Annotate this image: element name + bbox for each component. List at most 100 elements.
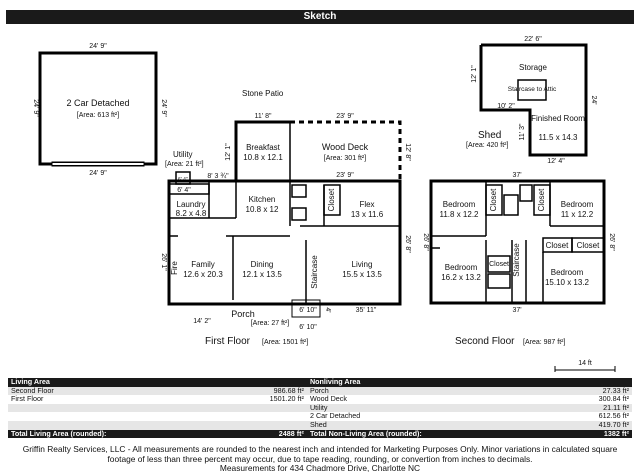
shed-dim-stair: 10' 2" [497, 103, 515, 110]
dim-deck-top: 23' 9" [336, 113, 354, 120]
closet-label: Closet [327, 188, 336, 211]
shed [479, 43, 588, 157]
row-nonliving-value: 300.84 ft² [598, 394, 629, 404]
fire-label: Fire [170, 261, 179, 275]
dim-porch-side: 4' [324, 307, 331, 312]
floor-plan-sketch: 24' 9" 24' 9" 24' 9" 24' 9" 2 Car Detach… [32, 36, 616, 372]
dim-first-right: 26' 8" [404, 235, 411, 253]
scale-bar: 14 ft [554, 360, 616, 372]
sf-staircase: Staircase [512, 243, 521, 277]
row-living-label: First Floor [11, 394, 44, 404]
row-living-label [8, 412, 222, 421]
row-nonliving-label: Utility [306, 403, 556, 413]
row-living-value [221, 403, 307, 413]
dim-first-bottom-left: 14' 2" [193, 318, 211, 325]
garage-dim-left: 24' 9" [32, 99, 39, 117]
flex-size: 13 x 11.6 [351, 210, 384, 219]
sketch-title: Sketch [6, 10, 634, 24]
row-living-label [8, 420, 222, 430]
footer-address: Measurements for 434 Chadmore Drive, Cha… [219, 463, 421, 473]
finished-room-size: 11.5 x 14.3 [539, 133, 579, 142]
total-living-label: Total Living Area (rounded): [8, 429, 222, 439]
breakfast-name: Breakfast [246, 143, 281, 152]
staircase-attic-label: Staircase to Attic [508, 86, 557, 93]
shed-dim-left: 12' 1" [471, 65, 478, 83]
table-row: Second Floor 986.68 ft² Porch 27.33 ft² [8, 386, 632, 396]
sf-dim-top: 37' [512, 172, 521, 179]
first-floor-area: [Area: 1501 ft²] [262, 339, 308, 346]
table-row: Utility 21.11 ft² [8, 403, 632, 413]
second-floor-area: [Area: 987 ft²] [523, 339, 565, 346]
bedroom4-name: Bedroom [551, 268, 584, 277]
kitchen-size: 10.8 x 12 [246, 205, 279, 214]
table-row: First Floor 1501.20 ft² Wood Deck 300.84… [8, 395, 632, 404]
second-floor [429, 179, 606, 305]
sf-closet-4: Closet [577, 241, 600, 250]
storage-name: Storage [519, 63, 548, 72]
family-size: 12.6 x 20.3 [183, 270, 223, 279]
row-living-value [222, 412, 307, 421]
dining-name: Dining [251, 260, 274, 269]
finished-room-name: Finished Room [531, 114, 585, 123]
garage: 24' 9" 24' 9" 24' 9" 24' 9" 2 Car Detach… [32, 43, 167, 177]
dim-deck-side: 12' 8" [404, 143, 411, 161]
sf-dim-bottom: 37' [512, 307, 521, 314]
shed-dim-right: 24' [590, 95, 597, 104]
dining-size: 12.1 x 13.5 [242, 270, 282, 279]
row-nonliving-value: 419.70 ft² [555, 420, 632, 430]
living-name: Living [352, 260, 373, 269]
first-floor-label: First Floor [205, 336, 251, 347]
sf-closet-5: Closet [489, 261, 509, 268]
row-living-value [221, 420, 307, 430]
garage-name: 2 Car Detached [66, 98, 129, 108]
garage-area: [Area: 613 ft²] [77, 112, 119, 119]
living-size: 15.5 x 13.5 [342, 270, 382, 279]
laundry-size: 8.2 x 4.8 [176, 209, 207, 218]
row-nonliving-value: 27.33 ft² [555, 386, 632, 396]
dim-deck-bottom: 23' 9" [336, 172, 354, 179]
shed-dim-bottom: 12' 4" [547, 158, 565, 165]
dim-breakfast-top: 11' 8" [255, 113, 272, 120]
sf-dim-left: 26' 8" [422, 233, 429, 251]
dim-porch-bottom: 6' 10" [299, 324, 317, 331]
dim-utility-wall: 8' 3 ¾" [207, 173, 229, 180]
wood-deck-area: [Area: 301 ft²] [324, 155, 366, 162]
breakfast-size: 10.8 x 12.1 [243, 153, 283, 162]
row-living-value: 986.68 ft² [221, 386, 307, 396]
area-summary-table: Living Area Nonliving Area Second Floor … [8, 377, 632, 439]
sf-closet-3: Closet [546, 241, 569, 250]
row-nonliving-label: Shed [306, 420, 556, 430]
shed-name: Shed [478, 130, 501, 141]
sf-closet-1: Closet [489, 188, 498, 211]
row-nonliving-value: 612.56 ft² [598, 411, 629, 421]
stone-patio-label: Stone Patio [242, 89, 284, 98]
garage-dim-right: 24' 9" [160, 99, 167, 117]
dim-porch-top: 6' 10" [299, 307, 317, 314]
garage-dim-bottom: 24' 9" [89, 170, 107, 177]
kitchen-name: Kitchen [249, 195, 276, 204]
wood-deck-name: Wood Deck [322, 142, 369, 152]
porch-area: [Area: 27 ft²] [251, 320, 290, 327]
nonliving-area-header: Nonliving Area [306, 377, 632, 387]
flex-name: Flex [359, 200, 374, 209]
shed-area: [Area: 420 ft²] [466, 142, 508, 149]
shed-dim-top: 22' 6" [524, 36, 542, 43]
bedroom1-name: Bedroom [443, 200, 476, 209]
family-name: Family [191, 260, 215, 269]
sf-closet-2: Closet [537, 188, 546, 211]
utility-area: [Area: 21 ft²] [165, 161, 204, 168]
total-living-value: 2488 ft² [221, 429, 307, 439]
laundry-name: Laundry [177, 200, 206, 209]
living-area-header: Living Area [8, 377, 307, 387]
total-nonliving-label: Total Non-Living Area (rounded): [306, 429, 556, 439]
bedroom2-name: Bedroom [561, 200, 594, 209]
sf-dim-right: 26' 8" [608, 233, 615, 251]
garage-dim-top: 24' 9" [89, 43, 107, 50]
dim-first-bottom-right: 35' 11" [356, 307, 377, 314]
second-floor-label: Second Floor [455, 336, 515, 347]
disclaimer: Griffin Realty Services, LLC - All measu… [22, 444, 618, 464]
dim-first-left: 26' 1" [160, 253, 167, 271]
row-living-value: 1501.20 ft² [269, 394, 304, 404]
table-row: Shed 419.70 ft² [8, 420, 632, 430]
dim-breakfast-side: 12' 1" [225, 143, 232, 161]
